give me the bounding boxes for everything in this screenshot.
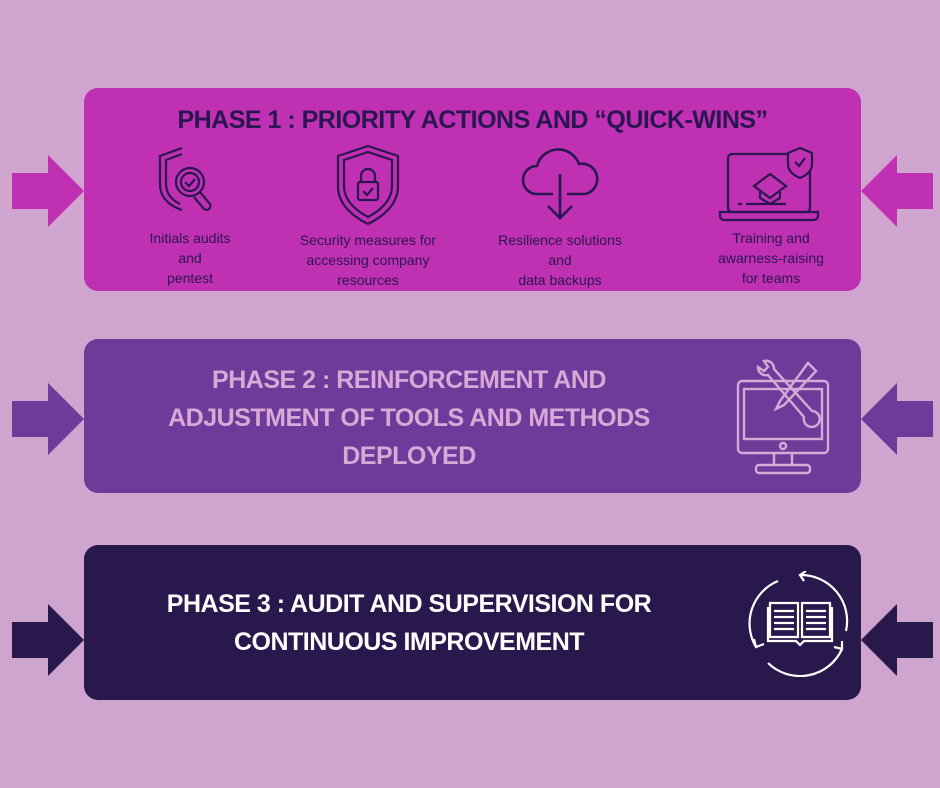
phase-1-item: Security measures for accessing company re… [278,144,458,290]
shield-magnifier-icon [158,146,212,212]
item-label: Resilience solutions [498,232,622,248]
item-label: Training and [732,230,810,246]
title-line: ADJUSTMENT OF TOOLS AND METHODS [168,404,650,432]
title-line: PHASE 2 : REINFORCEMENT AND [212,366,606,394]
item-label: pentest [167,270,213,286]
left-arrow-icon [861,383,933,455]
phase-3-panel: PHASE 3 : AUDIT AND SUPERVISION FOR CONTI… [84,545,861,700]
item-label: Security measures for [299,232,437,248]
laptop-graduation-icon [718,146,820,222]
item-label: accessing company [306,252,430,268]
phase-1-item: Resilience solutions and data backups [470,144,650,290]
left-arrow-icon [861,604,933,676]
item-label: Initials audits [149,230,231,246]
title-line: DEPLOYED [342,442,476,470]
right-arrow-icon [12,383,84,455]
phase-1-panel: PHASE 1 : PRIORITY ACTIONS AND “QUICK-WI… [84,88,861,291]
left-arrow-icon [861,155,933,227]
title-line: PHASE 3 : AUDIT AND SUPERVISION FOR [166,590,652,618]
right-arrow-icon [12,604,84,676]
item-label: resources [337,272,399,288]
phase-1-title: PHASE 1 : PRIORITY ACTIONS AND “QUICK-WI… [177,106,768,134]
cloud-download-icon [521,148,599,220]
shield-lock-icon [336,144,400,226]
title-line: CONTINUOUS IMPROVEMENT [233,628,585,656]
phase-3-title: PHASE 3 : AUDIT AND SUPERVISION FOR CONTI… [124,585,694,661]
item-label: awarness-raising [718,250,824,266]
item-label: and [178,250,202,266]
item-label: and [548,252,572,268]
right-arrow-icon [12,155,84,227]
book-cycle-icon [748,571,849,677]
item-label: for teams [741,270,801,286]
phase-2-panel: PHASE 2 : REINFORCEMENT AND ADJUSTMENT OF… [84,339,861,493]
phase-1-item: Training and awarness-raising for teams [681,144,861,288]
phase-2-title: PHASE 2 : REINFORCEMENT AND ADJUSTMENT OF… [124,361,694,475]
phase-1-item: Initials audits and pentest [100,144,280,288]
item-label: data backups [518,272,602,288]
monitor-tools-icon [736,359,830,475]
